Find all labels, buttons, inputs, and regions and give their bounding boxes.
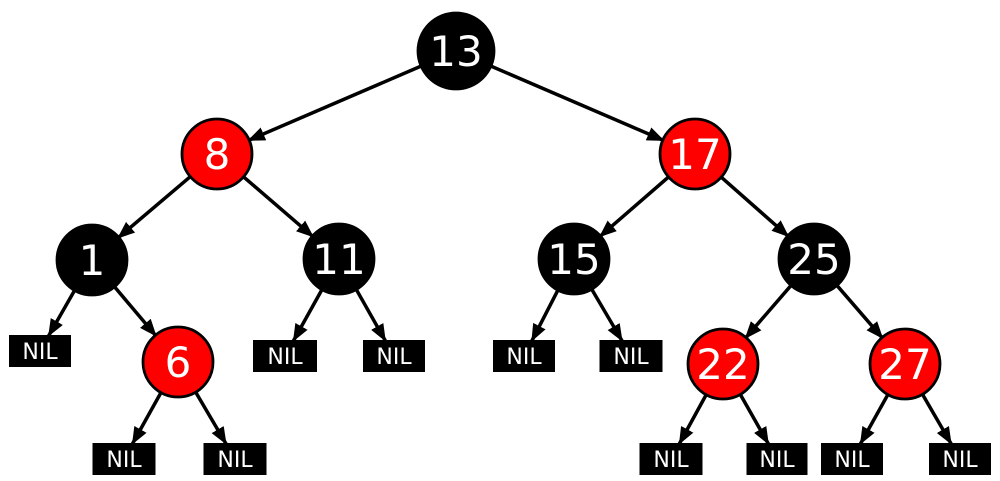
nil-leaf-box [92,443,156,475]
node-label: NIL [653,448,689,473]
tree-edge-n27-nil11 [919,390,953,445]
edges-layer [47,63,953,445]
black-node-circle [55,223,129,297]
tree-edge-n8-n1 [116,173,194,240]
nil-leaf-box [493,340,555,372]
black-node-circle [416,11,496,91]
tree-node-13: 13 [416,11,496,91]
node-label: NIL [834,448,870,473]
tree-edge-n6-nil6 [130,389,164,445]
node-label: NIL [506,345,542,370]
nil-leaf-box [746,443,808,475]
nil-leaf-box [599,340,663,372]
node-label: NIL [376,345,412,370]
tree-edge-n25-n22 [743,282,795,340]
red-node-circle [868,327,942,401]
tree-node-17: 17 [658,117,732,191]
node-label: 1 [79,236,106,285]
tree-node-1: 1 [55,223,129,297]
node-label: 25 [787,235,840,284]
nil-leaf-box [253,340,317,372]
node-label: NIL [267,345,303,370]
nil-leaf-node: NIL [9,335,71,367]
tree-edge-n1-nil1 [47,286,78,337]
black-node-circle [302,222,376,296]
node-label: 6 [165,338,192,387]
tree-edge-n15-nil5 [588,285,624,342]
nil-leaf-node: NIL [821,443,883,475]
node-label: 17 [668,130,721,179]
node-label: 27 [878,340,931,389]
tree-edge-n17-n25 [717,173,790,238]
nil-leaf-node: NIL [746,443,808,475]
tree-node-11: 11 [302,222,376,296]
tree-edge-n22-nil9 [737,390,770,445]
black-node-circle [537,222,611,296]
nil-leaf-node: NIL [363,340,425,372]
nil-leaf-node: NIL [929,443,991,475]
tree-node-6: 6 [141,325,215,399]
tree-node-8: 8 [180,117,254,191]
nil-leaf-node: NIL [599,340,663,372]
tree-edge-n13-n17 [487,63,665,143]
node-label: NIL [22,340,58,365]
nil-leaf-node: NIL [493,340,555,372]
node-label: 22 [696,340,749,389]
node-label: NIL [759,448,795,473]
red-node-circle [180,117,254,191]
tree-node-27: 27 [868,327,942,401]
tree-edge-n13-n8 [247,63,425,143]
node-label: 11 [312,235,365,284]
tree-node-25: 25 [777,222,851,296]
tree-edge-n15-nil4 [530,286,561,342]
node-label: 15 [547,235,600,284]
nil-leaf-box [363,340,425,372]
tree-edge-n22-nil8 [677,391,710,445]
node-label: NIL [217,448,253,473]
tree-edge-n17-n15 [598,173,672,239]
nil-leaf-box [929,443,991,475]
nil-leaf-box [639,443,703,475]
nil-leaf-box [821,443,883,475]
nil-leaf-node: NIL [92,443,156,475]
tree-node-15: 15 [537,222,611,296]
node-label: 8 [204,130,231,179]
tree-edge-n25-n27 [833,282,885,340]
node-label: NIL [106,448,142,473]
tree-edge-n11-nil3 [353,285,387,342]
node-label: NIL [613,345,649,370]
tree-node-22: 22 [686,327,760,401]
black-node-circle [777,222,851,296]
node-label: NIL [942,448,978,473]
red-node-circle [658,117,732,191]
tree-edge-n6-nil7 [192,388,228,445]
tree-edge-n27-nil10 [858,391,891,445]
tree-edge-n1-n6 [111,283,158,338]
nil-leaf-node: NIL [639,443,703,475]
nil-leaf-box [203,443,267,475]
tree-edge-n8-n11 [240,173,315,239]
red-node-circle [141,325,215,399]
tree-edge-n11-nil2 [291,286,325,342]
node-label: 13 [429,27,482,76]
nil-leaf-box [9,335,71,367]
nil-leaf-node: NIL [253,340,317,372]
red-node-circle [686,327,760,401]
nil-leaf-node: NIL [203,443,267,475]
